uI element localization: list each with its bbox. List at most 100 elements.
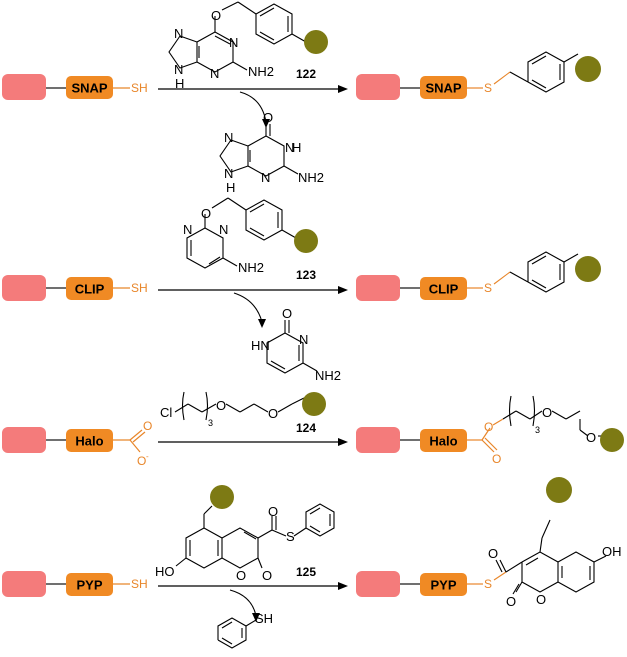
atom-label: O: [201, 206, 211, 221]
atom-label: HN: [251, 338, 270, 353]
fluorophore-dot: [575, 56, 601, 82]
clip-tag-box: [66, 277, 113, 300]
halo-tag-label: Halo: [75, 434, 103, 449]
snap-tag-box: [420, 76, 467, 99]
atom-label: H: [292, 140, 301, 155]
protein-of-interest-box: [356, 275, 400, 301]
thiol-label: SH: [131, 81, 148, 95]
fluorophore-dot: [546, 477, 572, 503]
pyp-tag-box: [66, 573, 113, 596]
anion-o-label: O: [137, 454, 146, 468]
coumarin-product-structure: [493, 519, 607, 595]
halo-reaction: Halo O O - 124 Cl 3 O O: [2, 391, 624, 468]
fluorophore-dot: [304, 30, 328, 54]
protein-of-interest-box: [356, 74, 400, 100]
alkyl-chain: [502, 395, 606, 437]
atom-label: N: [224, 130, 233, 145]
atom-label: HO: [155, 564, 175, 579]
protein-of-interest-box: [2, 427, 46, 453]
reaction-arrow-head: [338, 286, 348, 294]
atom-label: O: [216, 398, 226, 413]
guanine-structure: [219, 124, 299, 177]
atom-label: O: [488, 546, 498, 561]
atom-label: H: [226, 180, 235, 195]
atom-label: N: [210, 66, 219, 81]
atom-label: NH2: [315, 368, 341, 383]
atom-label: O: [542, 405, 552, 420]
benzylcytosine-structure: [186, 197, 297, 269]
atom-label: O: [268, 406, 278, 421]
halo-tag-box: [420, 429, 467, 452]
thiol-label: SH: [131, 281, 148, 295]
coumarin-thioester-structure: [175, 503, 335, 569]
cytosine-structure: [266, 320, 318, 374]
pyp-reaction: PYP SH 125 O S HO: [2, 477, 622, 649]
atom-label: NH2: [238, 260, 264, 275]
snap-reaction: SNAP SH 122 O N: [2, 1, 601, 195]
clip-tag-label: CLIP: [429, 282, 459, 297]
atom-label: O: [268, 504, 278, 519]
atom-label: SH: [255, 611, 273, 626]
atom-label: O: [236, 568, 246, 583]
atom-label: N: [285, 140, 294, 155]
pyp-tag-label: PYP: [76, 578, 102, 593]
atom-label: O: [282, 306, 292, 321]
thioether-s-label: S: [484, 81, 492, 95]
reaction-arrow-head: [338, 438, 348, 446]
atom-label: N: [229, 35, 238, 50]
compound-number-125: 125: [296, 565, 316, 579]
atom-label: N: [183, 222, 192, 237]
protein-of-interest-box: [356, 571, 400, 597]
carbonyl-o-label: O: [143, 419, 152, 433]
clip-tag-label: CLIP: [75, 282, 105, 297]
fluorophore-dot: [575, 256, 601, 282]
protein-of-interest-box: [2, 74, 46, 100]
pyp-tag-box: [420, 573, 467, 596]
atom-label: N: [174, 62, 183, 77]
subscript-label: 3: [208, 418, 213, 428]
chloroalkane-chain: [174, 391, 305, 421]
ester-linker: [467, 418, 504, 453]
compound-number-124: 124: [296, 421, 316, 435]
atom-label: O: [586, 430, 596, 445]
atom-label: O: [263, 110, 273, 125]
snap-tag-label: SNAP: [425, 81, 461, 96]
reaction-arrow-head: [338, 582, 348, 590]
protein-of-interest-box: [356, 427, 400, 453]
snap-tag-box: [66, 76, 113, 99]
subscript-label: 3: [535, 425, 540, 435]
compound-number-122: 122: [296, 67, 316, 81]
thiophenol-structure: [217, 617, 257, 649]
atom-label: O: [536, 592, 546, 607]
fluorophore-dot: [210, 485, 234, 509]
atom-label: S: [286, 529, 295, 544]
thioether-s-label: S: [484, 281, 492, 295]
atom-label: H: [175, 76, 184, 91]
protein-of-interest-box: [2, 275, 46, 301]
atom-label: O: [211, 8, 221, 23]
charge-label: -: [146, 452, 149, 461]
atom-label: N: [224, 166, 233, 181]
pyp-tag-label: PYP: [430, 578, 456, 593]
snap-tag-label: SNAP: [71, 81, 107, 96]
thiol-label: SH: [131, 577, 148, 591]
atom-label: N: [219, 222, 228, 237]
halo-tag-label: Halo: [429, 434, 457, 449]
fluorophore-dot: [294, 229, 318, 253]
ester-o-label: O: [484, 420, 493, 434]
atom-label: N: [299, 332, 308, 347]
halo-tag-box: [66, 429, 113, 452]
benzylguanine-structure: [168, 1, 307, 73]
atom-label: NH2: [298, 170, 324, 185]
compound-number-123: 123: [296, 268, 316, 282]
atom-label: O: [262, 568, 272, 583]
carbonyl-o-label: O: [492, 452, 501, 466]
thioester-s-label: S: [484, 577, 492, 591]
atom-label: N: [261, 170, 270, 185]
fluorophore-dot: [302, 392, 326, 416]
carboxylate-group: [113, 429, 146, 453]
atom-label: O: [506, 594, 516, 609]
fluorophore-dot: [600, 428, 624, 452]
clip-reaction: CLIP SH 123 O N N NH2: [2, 197, 601, 383]
